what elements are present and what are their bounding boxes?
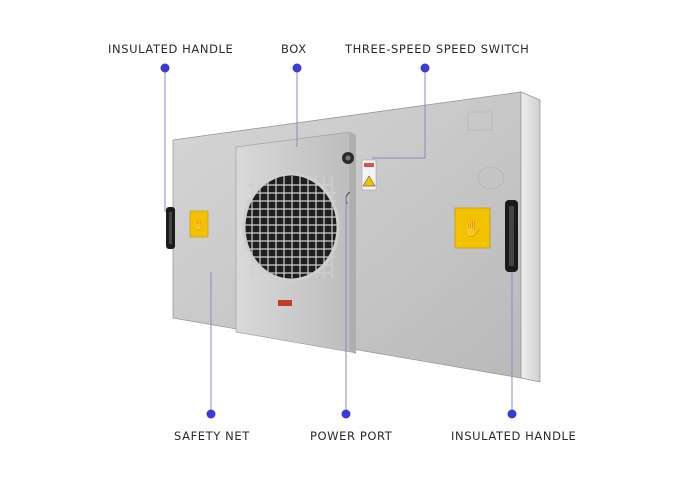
- fan-grille-icon: [242, 172, 340, 282]
- unit-right-side: [520, 91, 541, 383]
- callout-dot: [420, 63, 430, 73]
- callout-dot: [507, 409, 517, 419]
- brand-badge: [278, 300, 292, 306]
- label-insulated-handle-bottom: INSULATED HANDLE: [451, 429, 577, 443]
- label-insulated-handle-top: INSULATED HANDLE: [108, 42, 234, 56]
- callout-dots: [160, 63, 517, 419]
- warning-sticker-icon: [361, 159, 377, 191]
- callout-dot: [341, 409, 351, 419]
- callout-dot: [292, 63, 302, 73]
- speed-switch-knob-icon: [342, 152, 354, 164]
- label-safety-net: SAFETY NET: [174, 429, 250, 443]
- handle-icon: [166, 207, 175, 249]
- label-three-speed-switch: THREE-SPEED SPEED SWITCH: [345, 42, 530, 56]
- callout-lines: [164, 68, 513, 414]
- callout-dot: [160, 63, 170, 73]
- svg-text:✋: ✋: [462, 219, 482, 238]
- svg-text:✋: ✋: [193, 218, 205, 231]
- handle-icon: [505, 200, 518, 272]
- left-handle-sticker: ✋: [189, 210, 209, 238]
- label-box: BOX: [281, 42, 307, 56]
- callout-dot: [206, 409, 216, 419]
- side-label-marks: [467, 111, 505, 190]
- right-handle-sticker: ✋: [454, 207, 491, 249]
- label-power-port: POWER PORT: [310, 429, 393, 443]
- electrical-box-edge: [350, 132, 356, 354]
